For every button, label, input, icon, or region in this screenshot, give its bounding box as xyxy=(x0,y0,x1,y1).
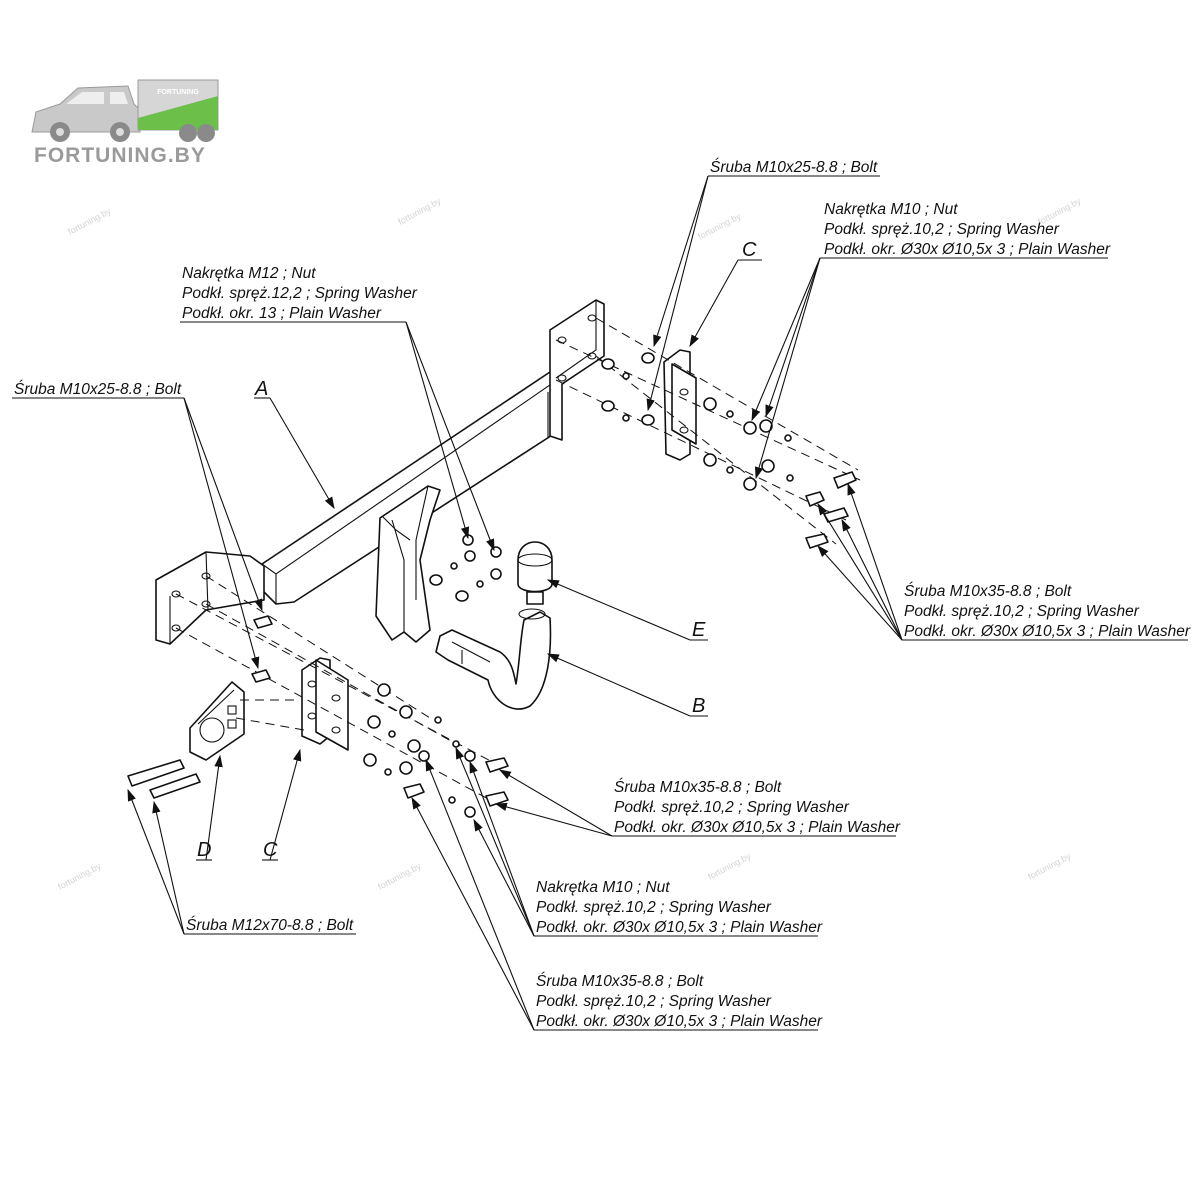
watermark: fortuning.by xyxy=(56,861,103,892)
watermark: fortuning.by xyxy=(376,861,423,892)
socket-plate-part-d xyxy=(189,681,245,761)
callout-center-nut: Nakrętka M12 ; Nut Podkł. spręż.12,2 ; S… xyxy=(182,265,418,322)
crossbeam-part-a xyxy=(155,299,605,645)
callout-line: Podkł. spręż.10,2 ; Spring Washer xyxy=(536,993,772,1010)
part-label-a: A xyxy=(254,378,268,400)
part-letters: A B C C D E xyxy=(197,239,757,861)
part-label-c-right: C xyxy=(742,239,757,261)
callout-line: Śruba M12x70-8.8 ; Bolt xyxy=(186,916,354,934)
callout-line: Nakrętka M10 ; Nut xyxy=(536,879,670,896)
towball-part-e xyxy=(517,541,553,605)
callout-line: Podkł. okr. Ø30x Ø10,5x 3 ; Plain Washer xyxy=(536,1013,823,1030)
callout-line: Podkł. okr. Ø30x Ø10,5x 3 ; Plain Washer xyxy=(824,241,1111,258)
callout-line: Podkł. spręż.10,2 ; Spring Washer xyxy=(614,799,850,816)
callout-mid-bolt: Śruba M10x35-8.8 ; Bolt Podkł. spręż.10,… xyxy=(614,778,901,836)
callout-line: Podkł. okr. Ø30x Ø10,5x 3 ; Plain Washer xyxy=(904,623,1191,640)
truck-trailer-logo-icon: FORTUNING xyxy=(31,79,219,142)
watermark: fortuning.by xyxy=(706,851,753,882)
towball-neck-part-b xyxy=(435,608,552,710)
fortuning-logo: FORTUNING FORTUNING.BY xyxy=(31,79,219,167)
callout-mid-nut: Nakrętka M10 ; Nut Podkł. spręż.10,2 ; S… xyxy=(536,879,823,936)
callout-line: Nakrętka M12 ; Nut xyxy=(182,265,316,282)
bracket-part-c-right xyxy=(663,349,697,461)
callout-line: Podkł. spręż.10,2 ; Spring Washer xyxy=(536,899,772,916)
fasteners-center xyxy=(429,534,502,602)
callout-line: Podkł. spręż.10,2 ; Spring Washer xyxy=(904,603,1140,620)
watermark: fortuning.by xyxy=(66,206,113,237)
callout-line: Śruba M10x35-8.8 ; Bolt xyxy=(614,778,782,796)
callout-line: Podkł. spręż.12,2 ; Spring Washer xyxy=(182,285,418,302)
fasteners-right xyxy=(601,352,857,549)
callout-line: Nakrętka M10 ; Nut xyxy=(824,201,958,218)
callout-left-bolt: Śruba M10x25-8.8 ; Bolt xyxy=(14,380,182,398)
callout-line: Śruba M10x35-8.8 ; Bolt xyxy=(904,582,1072,600)
watermark: fortuning.by xyxy=(396,196,443,227)
watermark: fortuning.by xyxy=(1026,851,1073,882)
callout-line: Podkł. spręż.10,2 ; Spring Washer xyxy=(824,221,1060,238)
callout-top-right-nut: Nakrętka M10 ; Nut Podkł. spręż.10,2 ; S… xyxy=(824,201,1111,258)
part-label-c-left: C xyxy=(263,839,278,861)
callout-line: Podkł. okr. Ø30x Ø10,5x 3 ; Plain Washer xyxy=(614,819,901,836)
watermark: fortuning.by xyxy=(696,211,743,242)
logo-text: FORTUNING.BY xyxy=(34,144,206,167)
part-label-e: E xyxy=(692,619,706,641)
part-label-b: B xyxy=(692,695,705,717)
bracket-part-c-left xyxy=(301,657,349,751)
callout-line: Śruba M10x25-8.8 ; Bolt xyxy=(14,380,182,398)
callout-line: Podkł. okr. Ø30x Ø10,5x 3 ; Plain Washer xyxy=(536,919,823,936)
callout-long-bolt: Śruba M12x70-8.8 ; Bolt xyxy=(186,916,354,934)
fasteners-left xyxy=(127,615,509,818)
callout-bottom-bolt: Śruba M10x35-8.8 ; Bolt Podkł. spręż.10,… xyxy=(536,972,823,1030)
callout-line: Śruba M10x25-8.8 ; Bolt xyxy=(710,158,878,176)
trailer-logo-text: FORTUNING xyxy=(157,89,199,96)
callout-right-bolt: Śruba M10x35-8.8 ; Bolt Podkł. spręż.10,… xyxy=(904,582,1191,640)
callout-top-right-bolt: Śruba M10x25-8.8 ; Bolt xyxy=(710,158,878,176)
callout-line: Śruba M10x35-8.8 ; Bolt xyxy=(536,972,704,990)
leader-lines xyxy=(12,175,1188,1031)
part-label-d: D xyxy=(197,839,211,861)
callout-line: Podkł. okr. 13 ; Plain Washer xyxy=(182,305,382,322)
